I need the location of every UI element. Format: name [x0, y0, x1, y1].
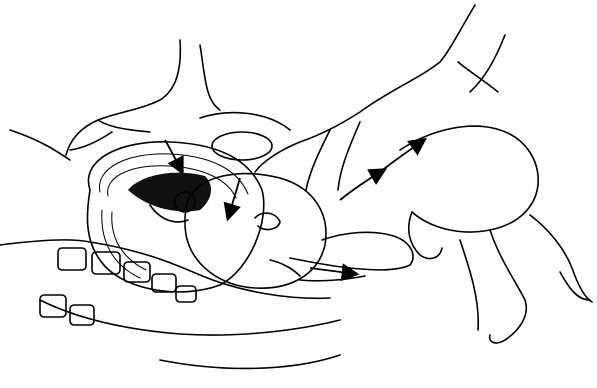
maternal-spine: [40, 248, 196, 325]
fetal-head-flexion-arrow: [228, 178, 240, 218]
suprapubic-hand: [66, 40, 220, 155]
bladder: [212, 132, 272, 160]
trunk-elevation-arrow-upper: [380, 140, 424, 172]
jaw-traction-arrow: [310, 268, 356, 274]
pubic-region: [200, 113, 290, 130]
operator-right-hand: [255, 5, 505, 190]
fetal-head: [128, 173, 211, 222]
suprapubic-pressure-arrow: [165, 140, 182, 172]
maneuver-arrows: [165, 140, 424, 274]
uterus: [87, 142, 263, 292]
infant-trunk-and-legs: [400, 126, 592, 343]
trunk-elevation-arrow-lower: [340, 170, 384, 200]
